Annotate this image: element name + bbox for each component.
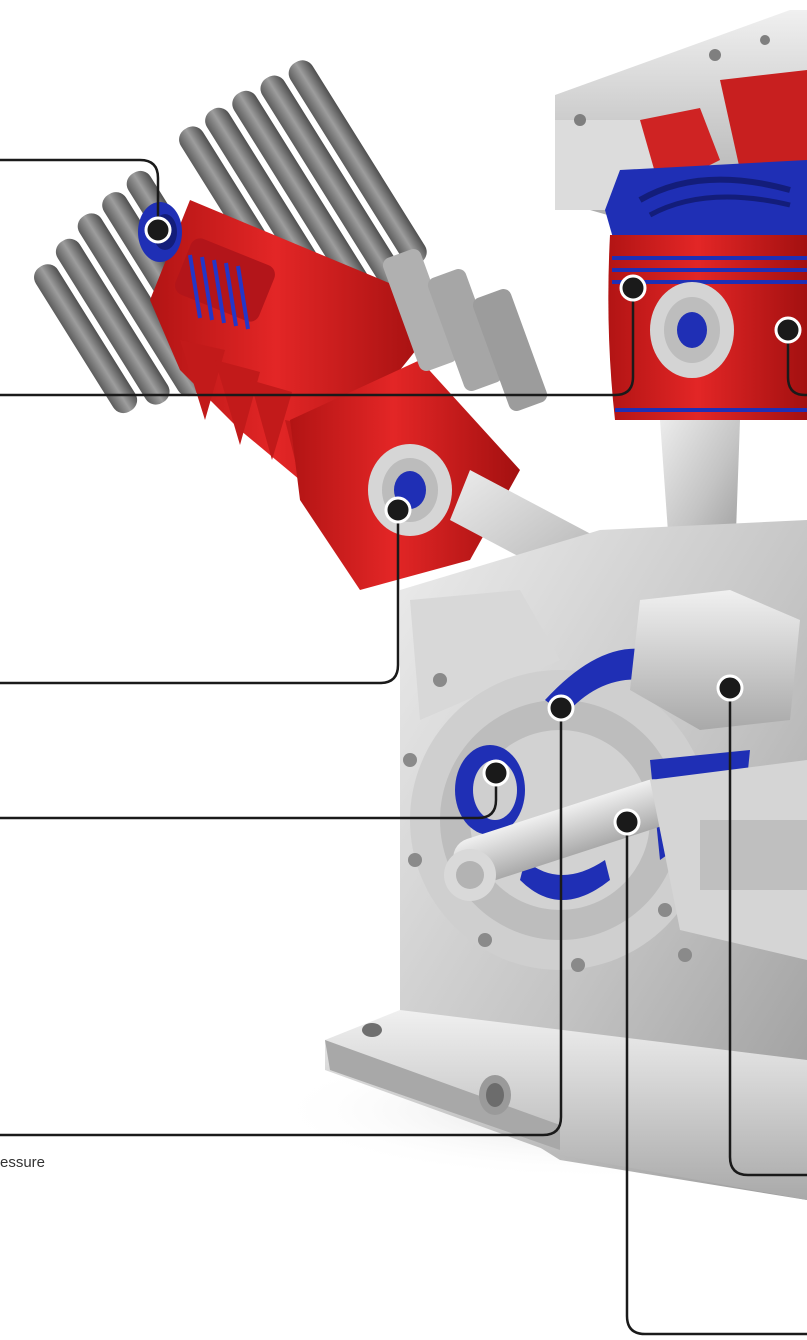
crankcase xyxy=(400,520,807,1200)
callout-line-1 xyxy=(0,158,160,230)
right-cylinder-head xyxy=(555,10,807,245)
crankshaft xyxy=(453,779,677,886)
callout-line-5 xyxy=(0,773,498,820)
callout-dot-main-bearing[interactable] xyxy=(716,674,744,702)
callout-line-7 xyxy=(728,690,807,1177)
callout-dot-piston-rings[interactable] xyxy=(619,274,647,302)
right-piston xyxy=(608,235,807,420)
valve-spring xyxy=(175,238,275,330)
main-bearing-upper xyxy=(545,648,650,715)
center-fins xyxy=(382,249,548,411)
callout-dot-crankshaft-journal[interactable] xyxy=(613,808,641,836)
callout-dot-crank-seal-upper[interactable] xyxy=(547,694,575,722)
callout-line-2 xyxy=(0,290,635,397)
callout-dot-shaft-seal[interactable] xyxy=(482,759,510,787)
callout-line-6 xyxy=(0,708,563,1137)
callout-dot-piston-wall[interactable] xyxy=(774,316,802,344)
callout-line-8 xyxy=(625,822,807,1336)
partial-caption-text: essure xyxy=(0,1154,46,1171)
callout-dot-wrist-pin-bearing[interactable] xyxy=(384,496,412,524)
piston-pin-bushing xyxy=(677,312,707,348)
base-foot xyxy=(325,1010,807,1200)
callout-dot-cylinder-valve-seal[interactable] xyxy=(144,216,172,244)
callout-line-4 xyxy=(0,510,400,685)
callout-line-3 xyxy=(786,330,807,397)
